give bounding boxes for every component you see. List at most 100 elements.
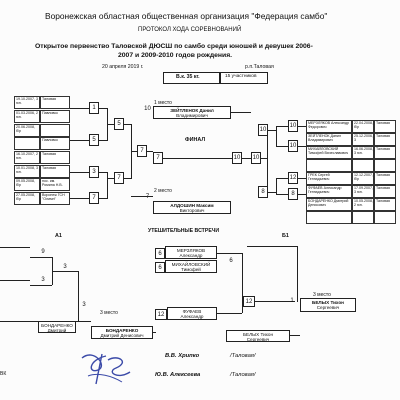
right-entry-name: ГРЕК Сергей Геннадьевич — [306, 172, 352, 185]
cons-left-name-b: Дмитрий — [47, 328, 67, 333]
sig1-name: В.В. Хрипко — [165, 353, 200, 359]
cons-left-name-box: БОНДАРЕНКО Дмитрий — [38, 321, 76, 333]
title-line-2: 2007 и 2009-2010 годов рождения. — [118, 52, 233, 59]
right-r2-num: 8 — [258, 186, 268, 198]
left-entry-club: Воронеж ГСН "Олимп" — [40, 192, 70, 205]
place1-name-box: ЗЕЙТЛЕНОК Данил Владимирович — [153, 106, 231, 119]
left-r3-num: 7 — [137, 145, 147, 157]
sig2-name: Ю.В. Алексеева — [155, 372, 201, 378]
right-entry-date: 16.06.2008, 3 юн. — [352, 146, 374, 159]
right-entry-name: ЗЕЙТЛЕНОК Данил Владимирович — [306, 133, 352, 146]
place1-name-line2: Владимирович — [176, 113, 208, 118]
place3-left-label: 3 место — [100, 310, 118, 316]
cons-right-name-box: БЕЛЫХ Тихон Сергеевич — [226, 330, 290, 342]
right-entry-name: БОНДАРЕНКО Дмитрий Денисович — [306, 198, 352, 211]
cons-left-num: 3 — [41, 277, 45, 283]
org-title: Воронежская областная общественная орган… — [45, 11, 328, 21]
left-entry-club: Таловая — [40, 96, 70, 109]
place2-label: 2 место — [154, 188, 172, 194]
weight-label: В.к. 35 кг. — [176, 74, 200, 80]
place1-num: 10 — [144, 106, 151, 112]
right-entry-name: ФУФАЕВ Александр Геннадьевич — [306, 185, 352, 198]
right-entry-name — [306, 159, 352, 172]
left-entry-club: Таловая — [40, 165, 70, 178]
protocol-heading: ПРОТОКОЛ ХОДА СОРЕВНОВАНИЙ — [138, 27, 242, 33]
right-r1-num: 10 — [288, 120, 298, 132]
left-entry-club: Павловск — [40, 110, 70, 123]
final-label: ФИНАЛ — [185, 137, 206, 143]
participants-box — [220, 72, 268, 84]
right-entry-date: 12.12.2007, б/р — [352, 172, 374, 185]
consolation-title: УТЕШИТЕЛЬНЫЕ ВСТРЕЧИ — [148, 228, 220, 234]
left-entry-club: Таловая — [40, 151, 70, 164]
participants-label: 15 участников — [225, 74, 257, 79]
cons-mid-bottom-name: ФУФАЕВ Александр — [167, 307, 217, 320]
right-entry-club: Таловая — [374, 133, 396, 146]
cons-mid-mid-name1: МИХАЙЛОВСКИЙ — [171, 262, 211, 267]
right-entry-club: Таловая — [374, 198, 396, 211]
left-entry-date: 19.10.2007, 3 юн. — [14, 96, 40, 109]
place3-right-label: 3 место — [313, 292, 331, 298]
left-entry-date: 16.10.2007, 2 юн. — [14, 151, 40, 164]
left-entry-club: Павловск — [40, 137, 70, 150]
right-entry-name: МИХАЙЛОВСКИЙ Тимофей Вячеславович — [306, 146, 352, 159]
left-entry-club — [40, 124, 70, 137]
left-entry-date: 09.05.2008, б/р — [14, 178, 40, 191]
cons-mid-mid-name: МИХАЙЛОВСКИЙ Тимофей — [165, 260, 217, 273]
a1-label: А1 — [55, 233, 62, 239]
place2-name-line1: АЛДОШИН Максим — [170, 203, 214, 208]
cons-right-num: 1 — [290, 298, 294, 304]
cons-mid-bottom-num: 12 — [155, 309, 167, 320]
cons-mid-top-name2: Александр — [179, 253, 203, 258]
place1-name-line1: ЗЕЙТЛЕНОК Данил — [170, 108, 214, 113]
left-r1-num: 5 — [89, 134, 99, 146]
cons-left-num: 9 — [41, 249, 45, 255]
cons-left-num: 3 — [82, 302, 86, 308]
cons-left-num: 3 — [63, 264, 67, 270]
sig1-place: /Таловая/ — [230, 353, 256, 359]
b1-label: Б1 — [282, 233, 289, 239]
cons-mid-bottom-name2: Александр — [180, 314, 204, 319]
left-entry-date: 01.03.2006, 2 юн. — [14, 110, 40, 123]
cons-mid-right-num: 12 — [243, 296, 255, 307]
cons-left-name-a: БОНДАРЕНКО — [41, 323, 73, 328]
left-r2-num: 5 — [114, 118, 124, 130]
place3-left-name-box: БОНДАРЕНКО Дмитрий Денисович — [91, 326, 153, 339]
cons-mid-top-num: 6 — [155, 248, 165, 259]
place1-label: 1 место — [154, 100, 172, 106]
left-r1-num: 3 — [89, 166, 99, 178]
right-entry-club — [374, 159, 396, 172]
left-entry-date: 27.05.2008, б/р — [14, 192, 40, 205]
right-entry-club: Таловая — [374, 185, 396, 198]
final-left-num: 7 — [153, 152, 163, 164]
right-entry-club: Таловая — [374, 146, 396, 159]
final-right-num: 10 — [232, 152, 242, 164]
right-r1-num: 8 — [288, 188, 298, 200]
right-r3-num: 10 — [251, 152, 261, 164]
left-r1-num: 1 — [89, 102, 99, 114]
cons-mid-mid-name2: Тимофей — [181, 267, 201, 272]
place3-right-name1: БЕЛЫХ Тихон — [312, 300, 344, 305]
cons-mid-top-name1: МЕРЗЛЯКОВ — [176, 248, 206, 253]
right-entry-date: 17.09.2007, 3 юн. — [352, 185, 374, 198]
cons-right-name2: Сергеевич — [246, 337, 270, 342]
place2-name-box: АЛДОШИН Максим Викторович — [153, 201, 231, 214]
left-entry-date — [14, 137, 40, 150]
cons-mid-mid-num: 6 — [155, 262, 165, 273]
left-entry-date: 10.01.2008, 3 юн. — [14, 165, 40, 178]
place3-left-name-1: БОНДАРЕНКО — [105, 328, 139, 333]
left-entry-date: 20.06.2008, б/р — [14, 124, 40, 137]
right-entry-club: Таловая — [374, 172, 396, 185]
date: 20 апреля 2019 г. — [102, 64, 144, 70]
place3-right-name-box: БЕЛЫХ Тихон Сергеевич — [300, 298, 356, 312]
weight-box — [163, 72, 220, 84]
right-entry-club — [374, 211, 396, 224]
right-entry-name: МЕРЗЛЯКОВ Александр Федорович — [306, 120, 352, 133]
place2-name-line2: Викторович — [179, 208, 205, 213]
cons-right-name1: БЕЛЫХ Тихон — [242, 332, 273, 337]
place3-right-name2: Сергеевич — [316, 305, 340, 310]
place3-left-name-2: Дмитрий Денисович — [100, 333, 144, 338]
right-entry-date — [352, 159, 374, 172]
place2-num: 7 — [145, 194, 150, 200]
left-r2-num: 7 — [114, 172, 124, 184]
